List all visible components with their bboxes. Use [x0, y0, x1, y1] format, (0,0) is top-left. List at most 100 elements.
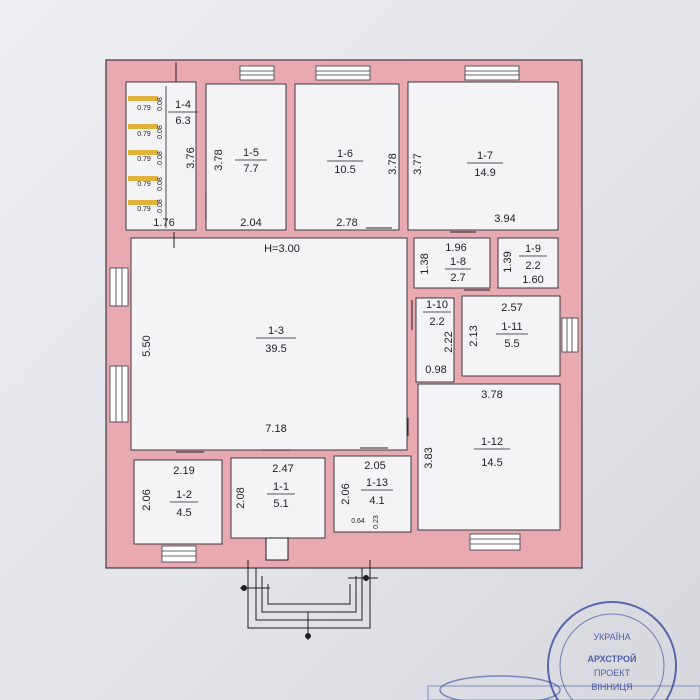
- room-label-1-10-id: 1-10: [426, 299, 448, 311]
- room-label-1-7-id: 1-7: [477, 150, 493, 162]
- dim-1-8-width: 1.96: [445, 242, 466, 254]
- stairs: [128, 86, 167, 228]
- room-label-1-2-area: 4.5: [176, 507, 191, 519]
- room-interiors: [125, 81, 561, 545]
- room-label-1-8-area: 2.7: [450, 272, 465, 284]
- dim-1-7-height: 3.77: [412, 153, 424, 174]
- stamp-line: ПРОЕКТ: [594, 668, 631, 678]
- room-label-1-8-id: 1-8: [450, 256, 466, 268]
- stair-dim: 0.08: [157, 199, 164, 213]
- dim-1-2-width: 2.19: [173, 465, 194, 477]
- room-label-1-3-area: 39.5: [265, 343, 286, 355]
- room-label-1-6-area: 10.5: [334, 164, 355, 176]
- window: [109, 267, 129, 307]
- dim-1-6-height: 3.78: [387, 153, 399, 174]
- window: [561, 317, 579, 353]
- room-label-1-1-area: 5.1: [273, 498, 288, 510]
- ceiling-height-label: H=3.00: [264, 243, 300, 255]
- stair-dim: 0.79: [137, 131, 151, 138]
- room-label-1-2-id: 1-2: [176, 489, 192, 501]
- stair-dim: 0.79: [137, 181, 151, 188]
- room-1-3: [130, 237, 408, 451]
- dim-1-4-width: 1.76: [153, 217, 174, 229]
- room-1-1: [230, 457, 326, 539]
- dim-1-9-width: 1.60: [522, 274, 543, 286]
- dim-1-1-height: 2.08: [235, 487, 247, 508]
- room-1-9: [497, 237, 559, 289]
- dim-1-3-height: 5.50: [141, 335, 153, 356]
- dim-1-1-width: 2.47: [272, 463, 293, 475]
- dim-1-9-height: 1.39: [502, 251, 514, 272]
- dim-1-13-niche: 0.23: [373, 515, 380, 529]
- dim-1-11-height: 2.13: [468, 325, 480, 346]
- window: [161, 545, 197, 563]
- room-1-5: [205, 83, 287, 231]
- dim-1-12-width: 3.78: [481, 389, 502, 401]
- stamp-line: УКРАЇНА: [593, 632, 630, 642]
- room-1-12: [417, 383, 561, 531]
- dim-1-11-width: 2.57: [501, 302, 522, 314]
- window: [109, 365, 129, 423]
- room-1-7: [407, 81, 559, 231]
- dim-1-13-offset: 0.64: [351, 518, 365, 525]
- window: [315, 65, 371, 81]
- room-label-1-9-area: 2.2: [525, 260, 540, 272]
- room-label-1-13-id: 1-13: [366, 477, 388, 489]
- room-label-1-12-area: 14.5: [481, 457, 502, 469]
- room-labels: 1-4 6.3 1-5 7.7 1-6 10.5 1-7 14.9 1-3 39…: [168, 99, 547, 519]
- stair-dim: 0.08: [157, 151, 164, 165]
- room-1-11: [461, 295, 561, 377]
- room-label-1-4-id: 1-4: [175, 99, 191, 111]
- room-label-1-11-id: 1-11: [501, 321, 522, 333]
- room-1-4: [125, 81, 197, 231]
- stair-dim: 0.79: [137, 206, 151, 213]
- window: [469, 533, 521, 551]
- room-label-1-7-area: 14.9: [474, 167, 495, 179]
- stair-dim: 0.08: [157, 177, 164, 191]
- stamp-line: АРХСТРОЙ: [588, 653, 637, 664]
- entrance-opening: [265, 537, 289, 561]
- dim-1-12-height: 3.83: [423, 447, 435, 468]
- windows: [109, 65, 579, 563]
- dim-1-5-width: 2.04: [240, 217, 261, 229]
- dim-1-13-height: 2.06: [340, 483, 352, 504]
- dim-1-7-width: 3.94: [494, 213, 515, 225]
- room-label-1-4-area: 6.3: [175, 115, 190, 127]
- room-label-1-13-area: 4.1: [369, 495, 384, 507]
- window: [239, 65, 275, 81]
- room-label-1-11-area: 5.5: [504, 338, 519, 350]
- room-1-8: [413, 237, 491, 289]
- room-label-1-12-id: 1-12: [481, 436, 503, 448]
- stair-dim: 0.79: [137, 105, 151, 112]
- room-1-6: [294, 83, 400, 231]
- stair-dim: 0.08: [157, 125, 164, 139]
- window: [464, 65, 520, 81]
- entrance-porch: [240, 537, 378, 640]
- dim-1-6-width: 2.78: [336, 217, 357, 229]
- room-label-1-3-id: 1-3: [268, 325, 284, 337]
- room-label-1-9-id: 1-9: [525, 243, 541, 255]
- stair-dim: 0.08: [157, 97, 164, 111]
- room-label-1-10-area: 2.2: [429, 316, 444, 328]
- dim-1-4-height: 3.76: [185, 147, 197, 168]
- dim-1-10-width: 0.98: [425, 364, 446, 376]
- room-label-1-6-id: 1-6: [337, 148, 353, 160]
- stair-dim: 0.79: [137, 156, 151, 163]
- official-stamp: УКРАЇНА АРХСТРОЙ ПРОЕКТ ВІННИЦЯ: [427, 601, 700, 700]
- room-label-1-1-id: 1-1: [273, 481, 289, 493]
- doors: [173, 62, 490, 453]
- stair-dimensions: 0.79 0.79 0.79 0.79 0.79 0.08 0.08 0.08 …: [137, 97, 164, 213]
- dim-1-10-height: 2.22: [443, 331, 455, 352]
- dim-1-5-height: 3.78: [213, 149, 225, 170]
- dimension-labels: 3.76 1.76 3.78 2.04 2.78 3.78 3.77 3.94 …: [141, 147, 544, 529]
- room-label-1-5-area: 7.7: [243, 163, 258, 175]
- dim-1-3-width: 7.18: [265, 423, 286, 435]
- room-1-13: [333, 455, 412, 533]
- dim-1-13-width: 2.05: [364, 460, 385, 472]
- dim-1-2-height: 2.06: [141, 489, 153, 510]
- room-label-1-5-id: 1-5: [243, 147, 259, 159]
- dim-1-8-height: 1.38: [419, 253, 431, 274]
- stamp-line: ВІННИЦЯ: [591, 682, 632, 692]
